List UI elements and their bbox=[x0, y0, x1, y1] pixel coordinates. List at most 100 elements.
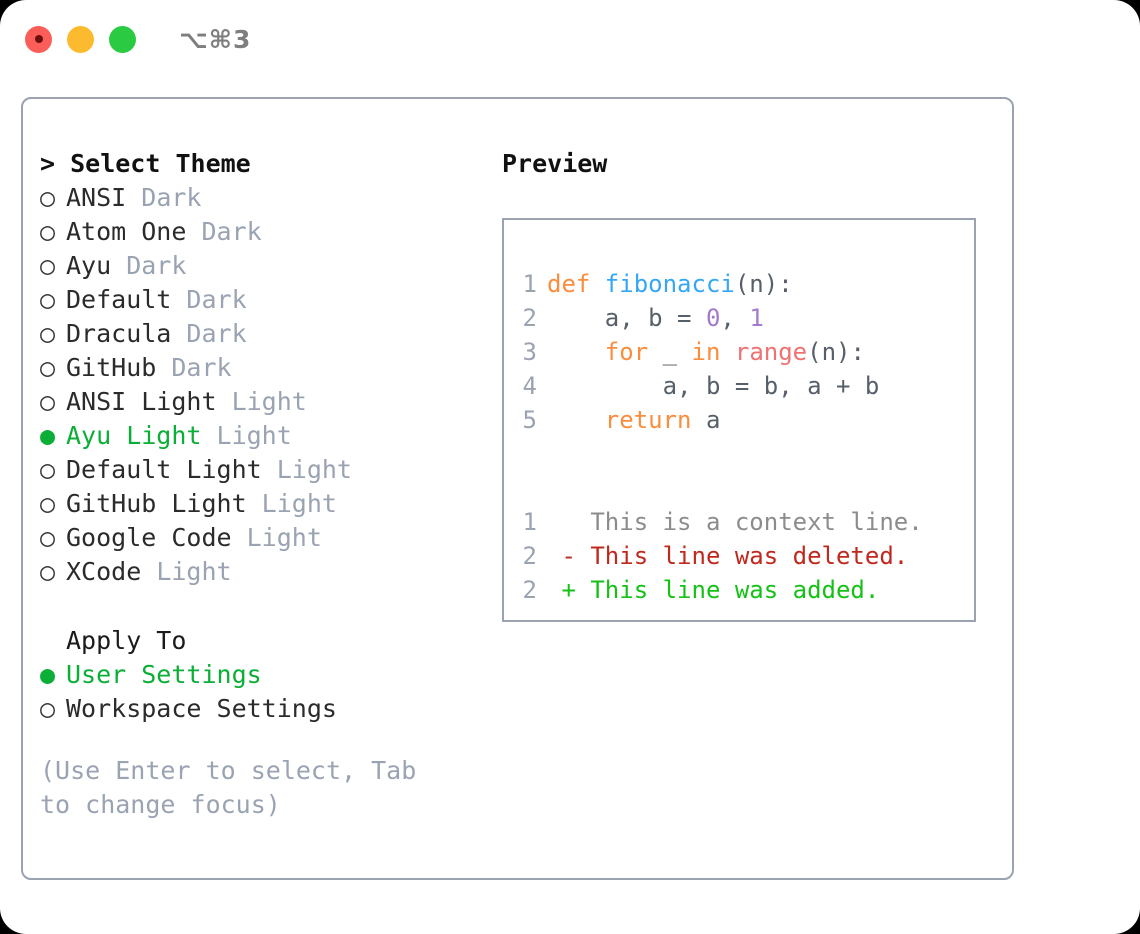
token-num: 0 bbox=[705, 304, 721, 332]
code-spacer-2 bbox=[513, 471, 968, 505]
line-number: 4 bbox=[522, 372, 537, 400]
theme-option[interactable]: ○ XCode Light bbox=[40, 555, 490, 589]
radio-unselected-icon: ○ bbox=[40, 455, 56, 484]
apply-to-option[interactable]: ● User Settings bbox=[40, 658, 490, 692]
theme-option-label: Google Code bbox=[66, 523, 232, 552]
token-plain bbox=[720, 338, 734, 366]
apply-to-list[interactable]: ● User Settings ○ Workspace Settings bbox=[40, 658, 490, 726]
theme-option-label: XCode bbox=[66, 557, 142, 586]
theme-option-variant: Dark bbox=[186, 217, 262, 246]
diff-line: 1 This is a context line. bbox=[513, 505, 968, 539]
diff-content: + This line was added. bbox=[547, 576, 880, 604]
token-plain: , bbox=[720, 304, 750, 332]
code-content: for _ in range(n): bbox=[547, 335, 865, 369]
token-plain: (n): bbox=[734, 270, 793, 298]
radio-unselected-icon: ○ bbox=[40, 217, 56, 246]
apply-to-option-label: User Settings bbox=[66, 660, 262, 689]
theme-option-label: Dracula bbox=[66, 319, 172, 348]
theme-option-variant: Light bbox=[201, 421, 292, 450]
keyboard-shortcut-label: ⌥⌘3 bbox=[179, 24, 252, 54]
theme-option-variant: Light bbox=[231, 523, 322, 552]
select-theme-header: > Select Theme bbox=[40, 149, 251, 178]
token-fn: fibonacci bbox=[604, 270, 735, 298]
theme-option-label: GitHub bbox=[66, 353, 157, 382]
radio-unselected-icon: ○ bbox=[40, 251, 56, 280]
apply-to-header: Apply To bbox=[66, 626, 187, 655]
theme-option-variant: Dark bbox=[126, 183, 202, 212]
theme-option-variant: Light bbox=[216, 387, 307, 416]
theme-option-variant: Light bbox=[141, 557, 232, 586]
line-number: 2 bbox=[522, 304, 537, 332]
theme-option-label: GitHub Light bbox=[66, 489, 247, 518]
radio-unselected-icon: ○ bbox=[40, 319, 56, 348]
preview-title: Preview bbox=[502, 149, 608, 178]
zoom-button-icon[interactable] bbox=[109, 25, 136, 53]
token-kw: def bbox=[547, 270, 605, 298]
line-number: 2 bbox=[522, 576, 537, 604]
token-plain bbox=[547, 338, 605, 366]
code-spacer bbox=[513, 437, 968, 471]
theme-option[interactable]: ○ GitHub Light Light bbox=[40, 487, 490, 521]
line-number: 1 bbox=[522, 270, 537, 298]
theme-option-label: ANSI Light bbox=[66, 387, 217, 416]
theme-option[interactable]: ○Default Dark bbox=[40, 283, 490, 317]
token-plain: a bbox=[691, 406, 721, 434]
token-plain bbox=[547, 406, 605, 434]
theme-option-label: Default bbox=[66, 285, 172, 314]
line-number: 1 bbox=[522, 508, 537, 536]
theme-option-label: Ayu Light bbox=[66, 421, 202, 450]
theme-option[interactable]: ○Dracula Dark bbox=[40, 317, 490, 351]
code-line: 1 def fibonacci(n): bbox=[513, 267, 968, 301]
radio-unselected-icon: ○ bbox=[40, 489, 56, 518]
theme-option-variant: Dark bbox=[111, 251, 187, 280]
diff-content: This is a context line. bbox=[547, 508, 923, 536]
theme-option[interactable]: ○ Atom One Dark bbox=[40, 215, 490, 249]
code-content: return a bbox=[547, 403, 721, 437]
theme-list[interactable]: ○ ANSI Dark ○ Atom One Dark ○ Ayu Dark ○ Defaul… bbox=[40, 181, 490, 589]
line-number: 5 bbox=[522, 406, 537, 434]
radio-unselected-icon: ○ bbox=[40, 387, 56, 416]
theme-option-label: Ayu bbox=[66, 251, 112, 280]
line-number: 2 bbox=[522, 542, 537, 570]
theme-option[interactable]: ○ Ayu Dark bbox=[40, 249, 490, 283]
radio-unselected-icon: ○ bbox=[40, 523, 56, 552]
line-number: 3 bbox=[522, 338, 537, 366]
code-line: 5 return a bbox=[513, 403, 968, 437]
token-plain: a, b = b, a + b bbox=[547, 372, 880, 400]
apply-to-option[interactable]: ○ Workspace Settings bbox=[40, 692, 490, 726]
token-call: range bbox=[734, 338, 808, 366]
theme-option[interactable]: ○GitHub Dark bbox=[40, 351, 490, 385]
token-plain: _ bbox=[648, 338, 692, 366]
theme-option-variant: Light bbox=[246, 489, 337, 518]
radio-unselected-icon: ○ bbox=[40, 694, 56, 723]
code-content: def fibonacci(n): bbox=[547, 267, 793, 301]
diff-sample: 1 This is a context line.2 - This line w… bbox=[513, 505, 968, 607]
radio-unselected-icon: ○ bbox=[40, 183, 56, 212]
theme-option[interactable]: ○ Default Light Light bbox=[40, 453, 490, 487]
apply-to-option-label: Workspace Settings bbox=[66, 694, 337, 723]
token-plain: (n): bbox=[807, 338, 865, 366]
token-kw: for bbox=[604, 338, 649, 366]
theme-option[interactable]: ○ ANSI Dark bbox=[40, 181, 490, 215]
code-content: a, b = 0, 1 bbox=[547, 301, 764, 335]
close-button-icon[interactable] bbox=[25, 25, 52, 53]
theme-option-variant: Light bbox=[261, 455, 352, 484]
theme-option[interactable]: ○ ANSI Light Light bbox=[40, 385, 490, 419]
theme-option[interactable]: ○ Google Code Light bbox=[40, 521, 490, 555]
token-kw: return bbox=[604, 406, 692, 434]
radio-selected-icon: ● bbox=[40, 660, 56, 689]
token-plain: a, b = bbox=[547, 304, 706, 332]
radio-selected-icon: ● bbox=[40, 421, 56, 450]
theme-option-label: Default Light bbox=[66, 455, 262, 484]
traffic-lights bbox=[25, 25, 136, 53]
radio-unselected-icon: ○ bbox=[40, 285, 56, 314]
theme-option-label: Atom One bbox=[66, 217, 187, 246]
theme-option-label: ANSI bbox=[66, 183, 127, 212]
radio-unselected-icon: ○ bbox=[40, 557, 56, 586]
minimize-button-icon[interactable] bbox=[67, 25, 94, 53]
token-kw: in bbox=[691, 338, 721, 366]
theme-option[interactable]: ● Ayu Light Light bbox=[40, 419, 490, 453]
